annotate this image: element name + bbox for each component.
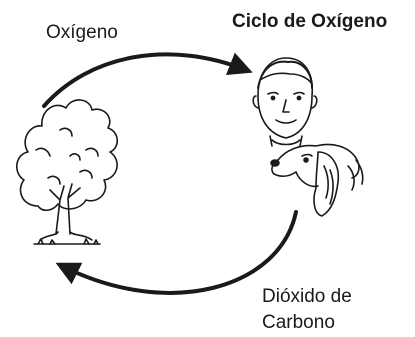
carbon-dioxide-label-line1: Dióxido de [262,286,352,307]
human-face-icon [252,57,318,147]
carbon-dioxide-label: Dióxido de Carbono [262,284,352,336]
diagram-title: Ciclo de Oxígeno [232,11,388,32]
tree-icon [16,99,119,245]
carbon-dioxide-arrow [55,210,298,295]
dog-head-icon [270,143,364,217]
oxygen-label: Oxígeno [46,22,118,43]
oxygen-arrow [42,52,253,108]
carbon-dioxide-label-line2: Carbono [262,312,335,333]
